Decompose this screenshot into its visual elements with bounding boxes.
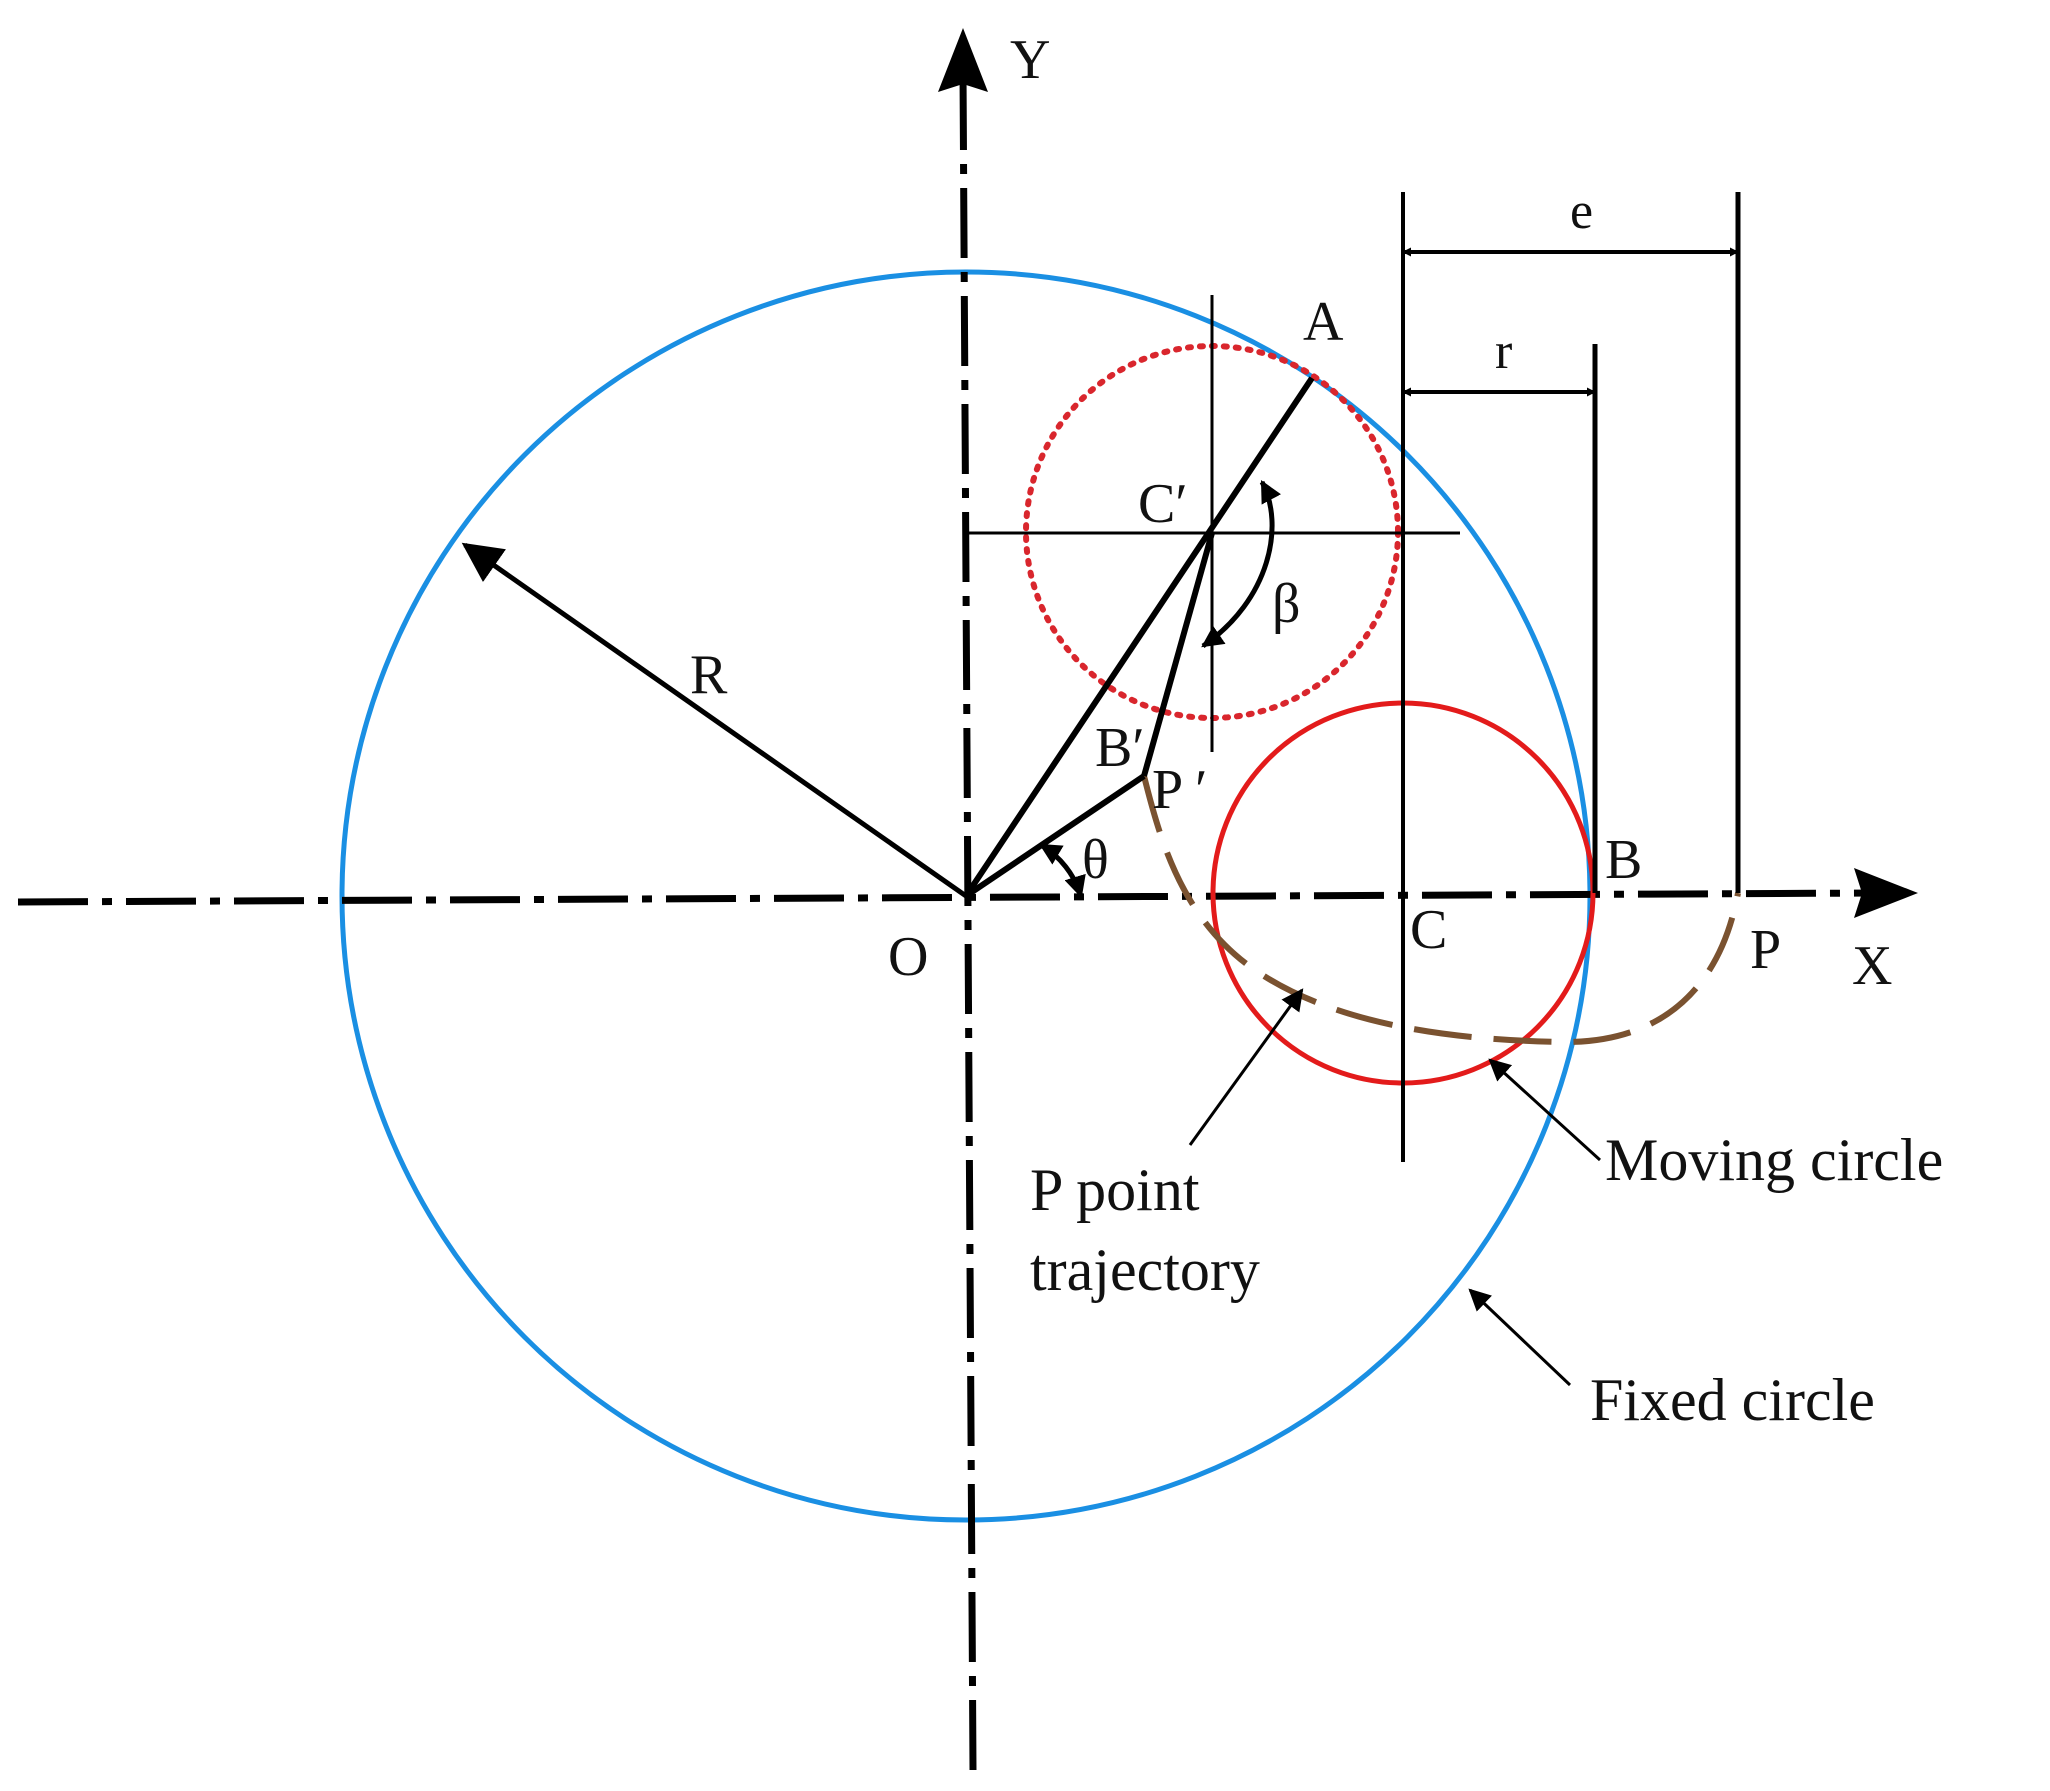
beta-angle-arc bbox=[1201, 480, 1282, 649]
trajectory-leader-arrow bbox=[1188, 988, 1304, 1146]
y-axis bbox=[959, 71, 977, 1771]
theta-label: θ bbox=[1082, 829, 1109, 891]
x-axis-label: X bbox=[1852, 935, 1892, 997]
line-O-Pprime bbox=[964, 773, 1146, 899]
line-O-A bbox=[963, 376, 1315, 898]
radius-R-label: R bbox=[690, 644, 728, 706]
line-Cprime-Pprime bbox=[1141, 532, 1215, 777]
y-axis-label: Y bbox=[1010, 29, 1050, 91]
point-B-prime-label: B′ bbox=[1095, 717, 1145, 779]
point-B-label: B bbox=[1605, 829, 1642, 891]
beta-label: β bbox=[1272, 573, 1301, 635]
moving-circle-annotation: Moving circle bbox=[1605, 1127, 1943, 1193]
x-axis bbox=[17, 889, 1881, 906]
point-A-label: A bbox=[1303, 291, 1344, 353]
y-axis-arrowhead bbox=[938, 28, 988, 92]
point-P-prime-label: P ′ bbox=[1152, 759, 1207, 821]
origin-label: O bbox=[888, 926, 928, 988]
point-C-label: C bbox=[1410, 899, 1447, 961]
dimension-e-label: e bbox=[1570, 183, 1593, 240]
x-axis-arrowhead bbox=[1854, 868, 1918, 918]
fixed-circle-annotation: Fixed circle bbox=[1590, 1367, 1875, 1433]
trajectory-annotation-line1: P point bbox=[1030, 1157, 1200, 1223]
point-P-label: P bbox=[1750, 919, 1781, 981]
dimension-r-label: r bbox=[1495, 323, 1512, 380]
point-C-prime-label: C′ bbox=[1138, 473, 1188, 535]
trajectory-annotation-line2: trajectory bbox=[1030, 1237, 1260, 1303]
radius-R-arrow bbox=[461, 542, 968, 899]
fixed-circle-leader-arrow bbox=[1468, 1288, 1572, 1387]
moving-circle-leader-arrow bbox=[1488, 1058, 1602, 1162]
theta-angle-arc bbox=[1039, 842, 1086, 899]
p-point-trajectory bbox=[1141, 775, 1741, 1046]
